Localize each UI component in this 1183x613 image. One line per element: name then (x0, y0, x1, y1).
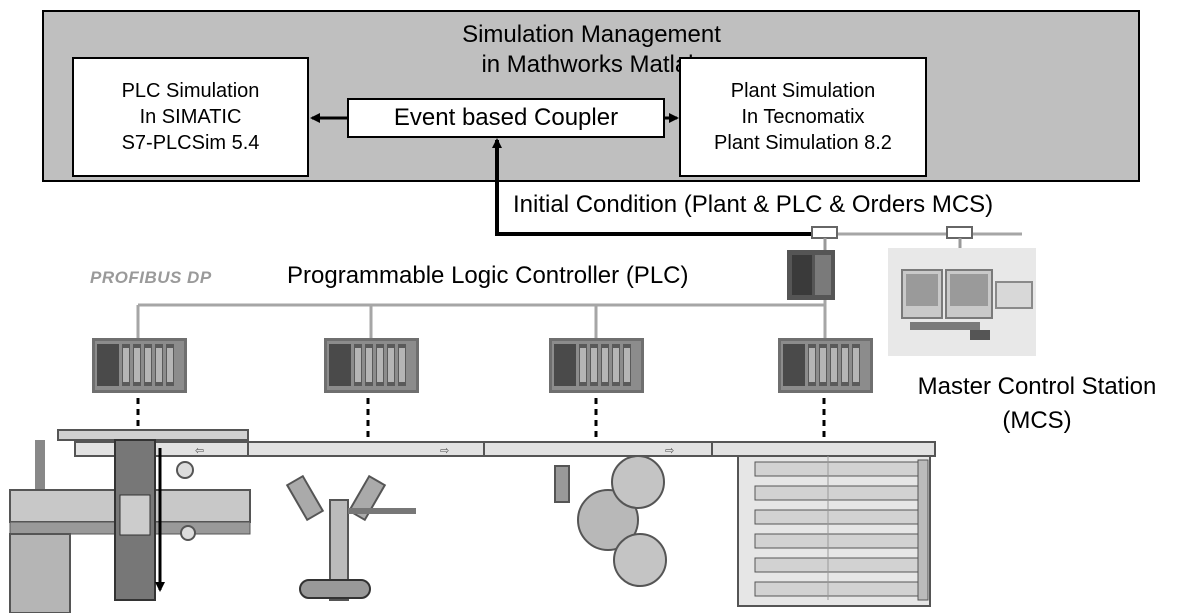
svg-text:⇦: ⇦ (195, 444, 204, 457)
plc-rack-icon (92, 338, 187, 393)
plant-sim-line1: Plant Simulation (730, 80, 876, 102)
mcs-label-line2: (MCS) (1002, 407, 1072, 434)
svg-text:⇨: ⇨ (665, 444, 674, 457)
plc-simulation-box: PLC Simulation In SIMATIC S7-PLCSim 5.4 (72, 57, 309, 177)
workstation-icon (888, 248, 1036, 356)
conveyor-plant-illustration: ⇦ ⇨ ⇨ (9, 429, 936, 613)
plc-rack-icon (324, 338, 419, 393)
mcs-label-line1: Master Control Station (917, 373, 1157, 400)
svg-text:⇨: ⇨ (440, 444, 449, 457)
plc-sim-line2: In SIMATIC (139, 106, 242, 128)
initial-condition-arrow (492, 138, 828, 236)
coupler-label: Event based Coupler (393, 104, 619, 131)
management-title-line1: Simulation Management (462, 21, 721, 48)
mcs-connector (946, 226, 973, 239)
initial-condition-label: Initial Condition (Plant & PLC & Orders … (513, 191, 994, 218)
management-title-line2: in Mathworks Matlab (481, 51, 702, 78)
plc-cpu-icon (787, 250, 835, 300)
profibus-label: PROFIBUS DP (90, 268, 212, 287)
plc-rack-icon (778, 338, 873, 393)
mcs-label: Master Control Station (MCS) (895, 370, 1179, 438)
plant-sim-line3: Plant Simulation 8.2 (714, 132, 892, 154)
plc-label: Programmable Logic Controller (PLC) (287, 262, 689, 289)
event-coupler-box: Event based Coupler (347, 98, 665, 138)
plc-rack-icon (549, 338, 644, 393)
plant-sim-line2: In Tecnomatix (741, 106, 865, 128)
plc-sim-line3: S7-PLCSim 5.4 (121, 132, 260, 154)
plc-sim-line1: PLC Simulation (121, 80, 260, 102)
plant-simulation-box: Plant Simulation In Tecnomatix Plant Sim… (679, 57, 927, 177)
plc-connector (811, 226, 838, 239)
simulation-management-title: Simulation Management in Mathworks Matla… (0, 20, 1183, 80)
